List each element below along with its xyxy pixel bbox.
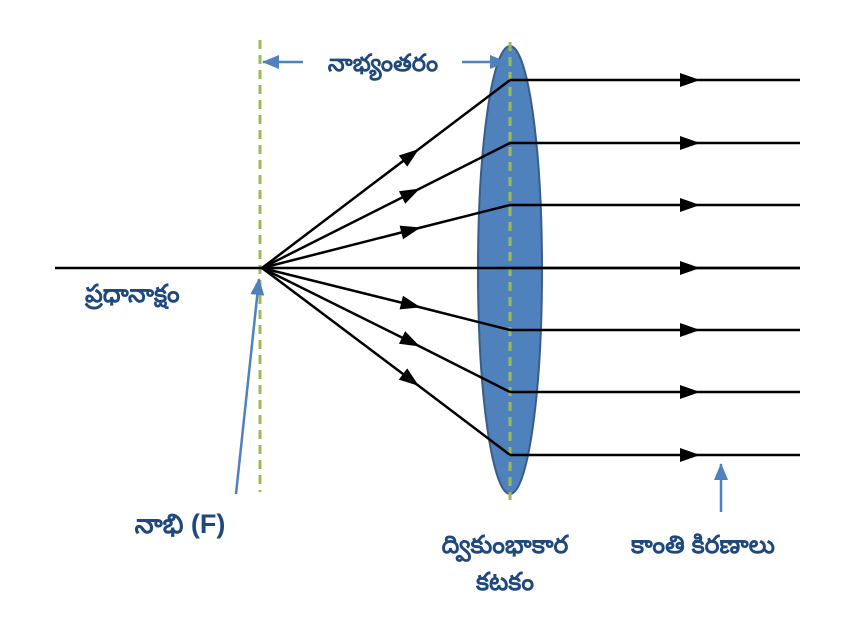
light-ray-diverging	[261, 79, 511, 269]
lens-label-line1: ద్వికుంభాకార	[442, 531, 570, 562]
principal-axis-label: ప్రధానాక్షం	[84, 280, 180, 310]
focus-label: నాభి (F)	[135, 509, 226, 539]
light-ray-diverging	[261, 266, 511, 394]
lens-label-line2: కటకం	[475, 568, 534, 596]
rays-group	[261, 73, 800, 462]
focal-length-label: నాభ్యంతరం	[328, 50, 438, 81]
light-ray-diverging	[261, 267, 511, 456]
focus-pointer-arrow	[234, 278, 265, 495]
light-ray-diverging	[261, 203, 511, 270]
light-ray-diverging	[261, 266, 511, 332]
light-ray-diverging	[261, 141, 511, 270]
light-rays-label: కాంతి కిరణాలు	[630, 531, 775, 559]
